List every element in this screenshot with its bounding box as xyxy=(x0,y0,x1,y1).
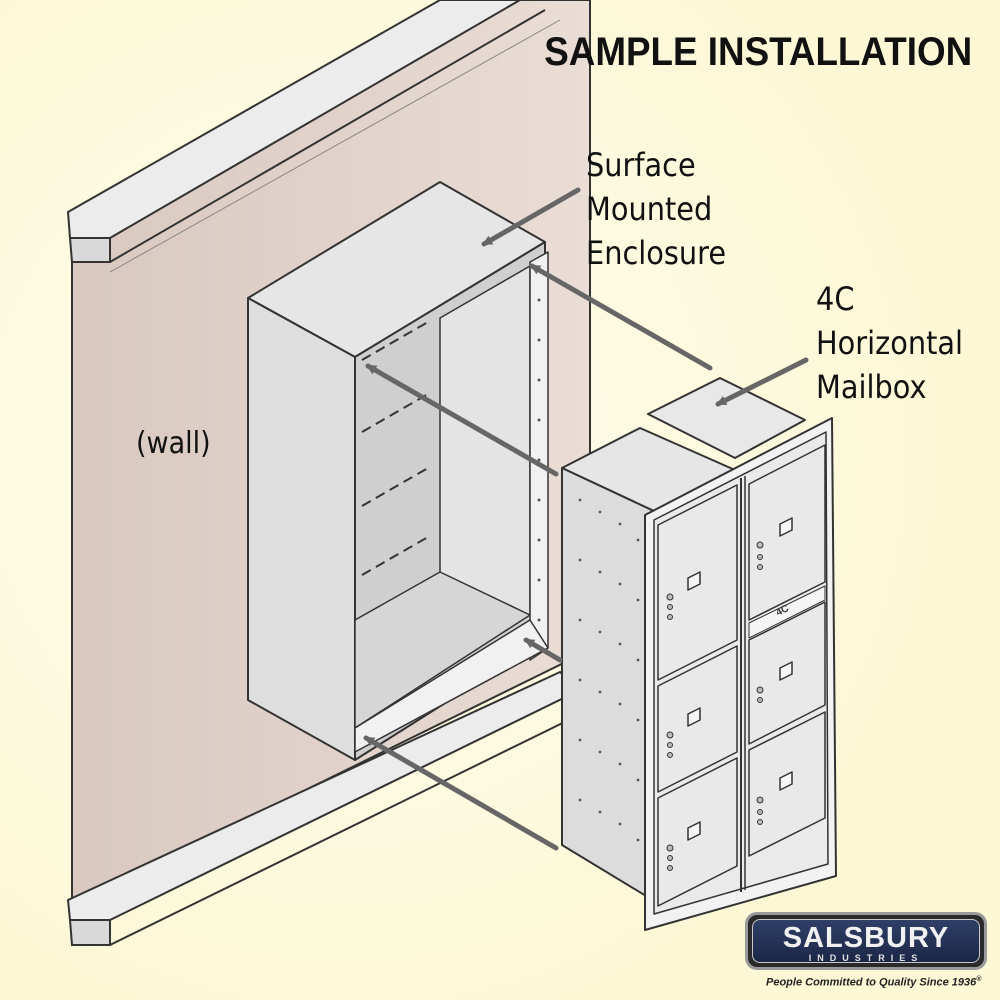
arrow-mailbox-label xyxy=(715,357,809,407)
mailbox-label: 4C Horizontal Mailbox xyxy=(816,277,963,409)
enclosure-label-line: Enclosure xyxy=(586,234,727,272)
arrow-bottom-left xyxy=(363,735,559,851)
logo-brand-sub: INDUSTRIES xyxy=(808,953,924,963)
connection-arrows xyxy=(363,187,809,851)
logo-badge: SALSBURY INDUSTRIES xyxy=(752,919,980,963)
salsbury-logo: SALSBURY INDUSTRIES xyxy=(745,912,987,970)
mailbox-door-tag: 4C xyxy=(774,603,790,619)
mailbox-label-line: Horizontal xyxy=(816,324,964,362)
arrow-upper-left xyxy=(365,363,559,477)
enclosure-label-line: Mounted xyxy=(586,190,713,228)
brand-tagline: People Committed to Quality Since 1936® xyxy=(766,976,981,989)
page-title: SAMPLE INSTALLATION xyxy=(544,30,972,74)
arrow-top-right xyxy=(529,263,713,371)
mailbox-label-line: Mailbox xyxy=(816,368,927,406)
arrow-lower-right xyxy=(523,637,563,663)
registered-mark: ® xyxy=(976,976,982,983)
enclosure-label-line: Surface xyxy=(586,146,696,184)
arrow-enclosure-label xyxy=(481,187,581,247)
enclosure-label: Surface Mounted Enclosure xyxy=(586,143,726,275)
4c-horizontal-mailbox xyxy=(561,377,837,931)
brand-tagline-text: People Committed to Quality Since 1936 xyxy=(766,976,977,989)
wall-label: (wall) xyxy=(136,426,211,461)
logo-brand-name: SALSBURY xyxy=(782,922,950,954)
mailbox-label-line: 4C xyxy=(816,280,855,318)
surface-mounted-enclosure xyxy=(247,181,549,761)
